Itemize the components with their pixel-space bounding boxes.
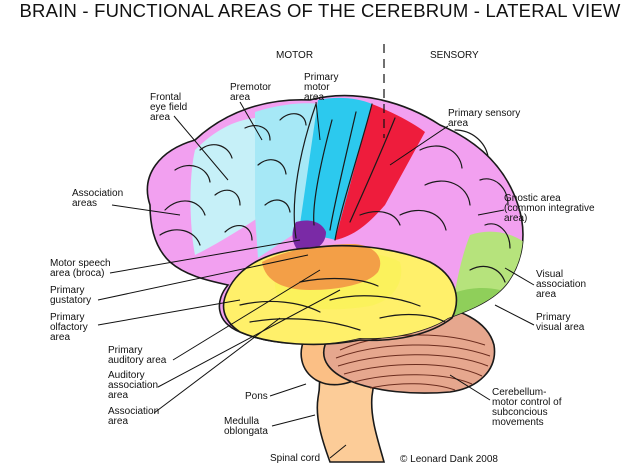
svg-text:area): area) <box>504 213 527 224</box>
svg-text:Frontal: Frontal <box>150 92 181 103</box>
svg-text:eye field: eye field <box>150 102 187 113</box>
svg-text:Primary: Primary <box>50 285 84 296</box>
svg-text:Primary: Primary <box>304 72 338 83</box>
sensory-header: SENSORY <box>430 50 479 61</box>
label-spinal-cord: Spinal cord <box>270 453 320 464</box>
label-auditory-association: Auditory association area <box>108 370 158 401</box>
gyri-lines <box>159 103 511 331</box>
svg-text:area: area <box>304 92 324 103</box>
svg-text:Primary sensory: Primary sensory <box>448 108 520 119</box>
svg-text:area: area <box>230 92 250 103</box>
svg-text:visual area: visual area <box>536 322 585 333</box>
label-premotor: Premotor area <box>230 82 272 103</box>
label-primary-sensory: Primary sensory area <box>448 108 520 129</box>
svg-text:gustatory: gustatory <box>50 295 91 306</box>
cerebrum-regions <box>190 97 523 344</box>
primary-motor-region <box>298 97 372 240</box>
label-primary-visual: Primary visual area <box>536 312 585 333</box>
label-primary-motor: Primary motor area <box>304 72 338 103</box>
svg-text:areas: areas <box>72 198 97 209</box>
svg-text:area: area <box>108 390 128 401</box>
svg-text:area: area <box>536 289 556 300</box>
svg-text:area: area <box>150 112 170 123</box>
svg-text:Auditory: Auditory <box>108 370 145 381</box>
svg-text:area (broca): area (broca) <box>50 268 104 279</box>
page-title: BRAIN - FUNCTIONAL AREAS OF THE CEREBRUM… <box>19 0 621 21</box>
svg-text:area: area <box>50 332 70 343</box>
svg-text:Premotor: Premotor <box>230 82 272 93</box>
cerebellum-folia <box>335 334 491 391</box>
label-motor-speech: Motor speech area (broca) <box>50 258 111 279</box>
svg-text:olfactory: olfactory <box>50 322 88 333</box>
label-gnostic: Gnostic area (common integrative area) <box>504 193 595 224</box>
label-association-area: Association area <box>108 406 159 427</box>
label-pons: Pons <box>245 391 268 402</box>
svg-text:association: association <box>108 380 158 391</box>
svg-text:Primary: Primary <box>536 312 570 323</box>
primary-auditory-region <box>262 244 381 290</box>
svg-text:motor control of: motor control of <box>492 397 562 408</box>
svg-text:Visual: Visual <box>536 269 563 280</box>
label-frontal-eye-field: Frontal eye field area <box>150 92 187 123</box>
svg-text:Cerebellum-: Cerebellum- <box>492 387 546 398</box>
svg-text:auditory area: auditory area <box>108 355 167 366</box>
svg-text:Medulla: Medulla <box>224 416 259 427</box>
svg-text:Association: Association <box>108 406 159 417</box>
leader-lines <box>97 101 535 459</box>
svg-text:movements: movements <box>492 417 544 428</box>
svg-text:area: area <box>108 416 128 427</box>
motor-header: MOTOR <box>276 50 313 61</box>
svg-text:Motor speech: Motor speech <box>50 258 111 269</box>
temporal-lobe-outline <box>222 244 458 346</box>
svg-text:Gnostic area: Gnostic area <box>504 193 561 204</box>
svg-text:Pons: Pons <box>245 391 268 402</box>
premotor-region <box>255 103 318 258</box>
svg-text:(common integrative: (common integrative <box>504 203 595 214</box>
svg-text:oblongata: oblongata <box>224 426 268 437</box>
svg-text:subconcious: subconcious <box>492 407 548 418</box>
svg-text:motor: motor <box>304 82 330 93</box>
svg-text:Primary: Primary <box>108 345 142 356</box>
frontal-eye-field-region <box>190 118 262 255</box>
copyright-text: © Leonard Dank 2008 <box>400 454 498 465</box>
label-cerebellum: Cerebellum- motor control of subconcious… <box>492 387 562 428</box>
svg-text:Spinal cord: Spinal cord <box>270 453 320 464</box>
svg-text:Association: Association <box>72 188 123 199</box>
label-primary-gustatory: Primary gustatory <box>50 285 91 306</box>
label-visual-association: Visual association area <box>536 269 586 300</box>
label-medulla: Medulla oblongata <box>224 416 268 437</box>
svg-text:association: association <box>536 279 586 290</box>
label-primary-auditory: Primary auditory area <box>108 345 167 366</box>
svg-text:Primary: Primary <box>50 312 84 323</box>
broca-region <box>292 220 326 252</box>
label-association-areas: Association areas <box>72 188 123 209</box>
svg-text:area: area <box>448 118 468 129</box>
label-primary-olfactory: Primary olfactory area <box>50 312 88 343</box>
